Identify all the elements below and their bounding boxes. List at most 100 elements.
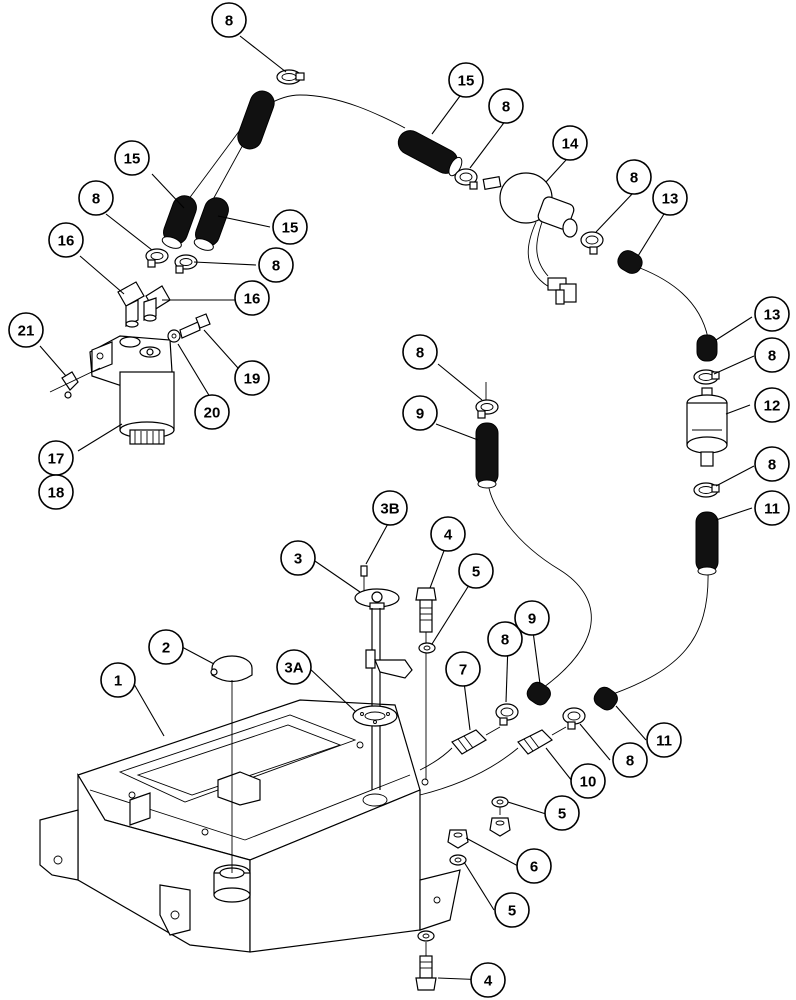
svg-text:3: 3	[294, 551, 302, 568]
callout-15-c15a: 15	[448, 62, 484, 98]
callout-9-c9b: 9	[514, 600, 550, 636]
callout-8-c8f: 8	[402, 334, 438, 370]
callout-8-c8c: 8	[616, 159, 652, 195]
svg-text:13: 13	[662, 191, 679, 208]
callout-8-c8d: 8	[78, 180, 114, 216]
svg-text:19: 19	[244, 371, 261, 388]
hose-9-lower	[526, 681, 551, 706]
callout-8-c8j: 8	[612, 742, 648, 778]
svg-text:2: 2	[162, 640, 170, 657]
callout-11-c11a: 11	[754, 490, 790, 526]
svg-text:5: 5	[558, 806, 566, 823]
bolt-top	[415, 587, 437, 780]
clamp-left-b	[174, 254, 198, 274]
callout-5-c5c: 5	[494, 892, 530, 928]
callout-16-c16a: 16	[48, 222, 84, 258]
callout-18-c18: 18	[38, 474, 74, 510]
svg-text:6: 6	[530, 859, 538, 876]
svg-text:12: 12	[764, 398, 781, 415]
callout-13-c13a: 13	[652, 180, 688, 216]
bolt-bottom	[415, 942, 437, 991]
hose-11-lower	[593, 686, 618, 711]
hose-9-upper	[475, 422, 499, 489]
fuel-sender	[352, 565, 413, 790]
callout-4-c4a: 4	[430, 516, 466, 552]
callout-8-c8a: 8	[211, 2, 247, 38]
fitting-16-right	[143, 285, 171, 322]
callout-13-c13b: 13	[754, 296, 790, 332]
svg-text:3B: 3B	[380, 501, 399, 518]
hose-15-mid	[193, 197, 229, 251]
hose-15-top	[237, 90, 275, 150]
callout-15-c15c: 15	[272, 209, 308, 245]
callout-20-c20: 20	[194, 394, 230, 430]
callout-8-c8g: 8	[754, 337, 790, 373]
callout-5-c5b: 5	[544, 795, 580, 831]
svg-text:14: 14	[562, 136, 579, 153]
svg-text:20: 20	[204, 405, 221, 422]
clip-21	[49, 367, 101, 399]
svg-text:8: 8	[630, 170, 638, 187]
callout-16-c16b: 16	[234, 280, 270, 316]
callout-14-c14: 14	[552, 125, 588, 161]
callout-6-c6: 6	[516, 848, 552, 884]
svg-text:4: 4	[444, 527, 453, 544]
svg-text:8: 8	[272, 258, 280, 275]
svg-text:3A: 3A	[284, 660, 303, 677]
clamp-lower-7	[495, 703, 519, 726]
fuel-pump	[482, 172, 578, 305]
callout-1-c1: 1	[100, 662, 136, 698]
svg-text:8: 8	[225, 13, 233, 30]
callout-10-c10: 10	[570, 763, 606, 799]
callout-7-c7: 7	[445, 651, 481, 687]
svg-text:18: 18	[48, 485, 65, 502]
washer-left	[449, 854, 467, 866]
svg-text:16: 16	[244, 291, 261, 308]
filler-cap	[210, 655, 253, 873]
svg-text:8: 8	[92, 191, 100, 208]
clamp-above-12	[693, 369, 720, 385]
svg-text:9: 9	[416, 406, 424, 423]
nut-right	[489, 817, 511, 837]
svg-text:21: 21	[18, 323, 35, 340]
svg-text:15: 15	[124, 151, 141, 168]
callout-3b-c3b: 3B	[372, 490, 408, 526]
callout-2-c2: 2	[148, 629, 184, 665]
hose-13-right	[696, 334, 718, 362]
inline-filter	[686, 387, 728, 467]
clamp-top	[276, 69, 305, 85]
svg-text:5: 5	[472, 564, 480, 581]
svg-text:17: 17	[48, 451, 65, 468]
callout-3-c3: 3	[280, 540, 316, 576]
clamp-right-of-14	[580, 231, 604, 255]
clamp-lower-10	[562, 707, 586, 730]
filter-bowl	[119, 371, 175, 445]
svg-text:1: 1	[114, 673, 122, 690]
callout-21-c21: 21	[8, 312, 44, 348]
clamp-below-12	[693, 482, 720, 498]
clamp-upper-right	[454, 168, 478, 190]
callout-5-c5a: 5	[458, 553, 494, 589]
svg-text:15: 15	[282, 220, 299, 237]
fitting-16-left	[117, 281, 145, 328]
washer-right	[491, 796, 509, 815]
svg-text:15: 15	[458, 73, 475, 90]
svg-text:8: 8	[626, 753, 634, 770]
callout-8-c8h: 8	[754, 446, 790, 482]
nut-left	[447, 829, 469, 849]
callout-17-c17: 17	[38, 440, 74, 476]
svg-text:5: 5	[508, 903, 516, 920]
svg-text:9: 9	[528, 611, 536, 628]
callout-11-c11b: 11	[646, 722, 682, 758]
callout-9-c9a: 9	[402, 395, 438, 431]
hose-13-top	[617, 250, 643, 274]
svg-text:8: 8	[768, 457, 776, 474]
hose-11-upper	[695, 511, 719, 576]
callout-15-c15b: 15	[114, 140, 150, 176]
callout-4-c4b: 4	[470, 962, 506, 998]
svg-text:8: 8	[501, 632, 509, 649]
svg-text:8: 8	[416, 345, 424, 362]
svg-text:8: 8	[768, 348, 776, 365]
svg-text:11: 11	[656, 733, 672, 750]
